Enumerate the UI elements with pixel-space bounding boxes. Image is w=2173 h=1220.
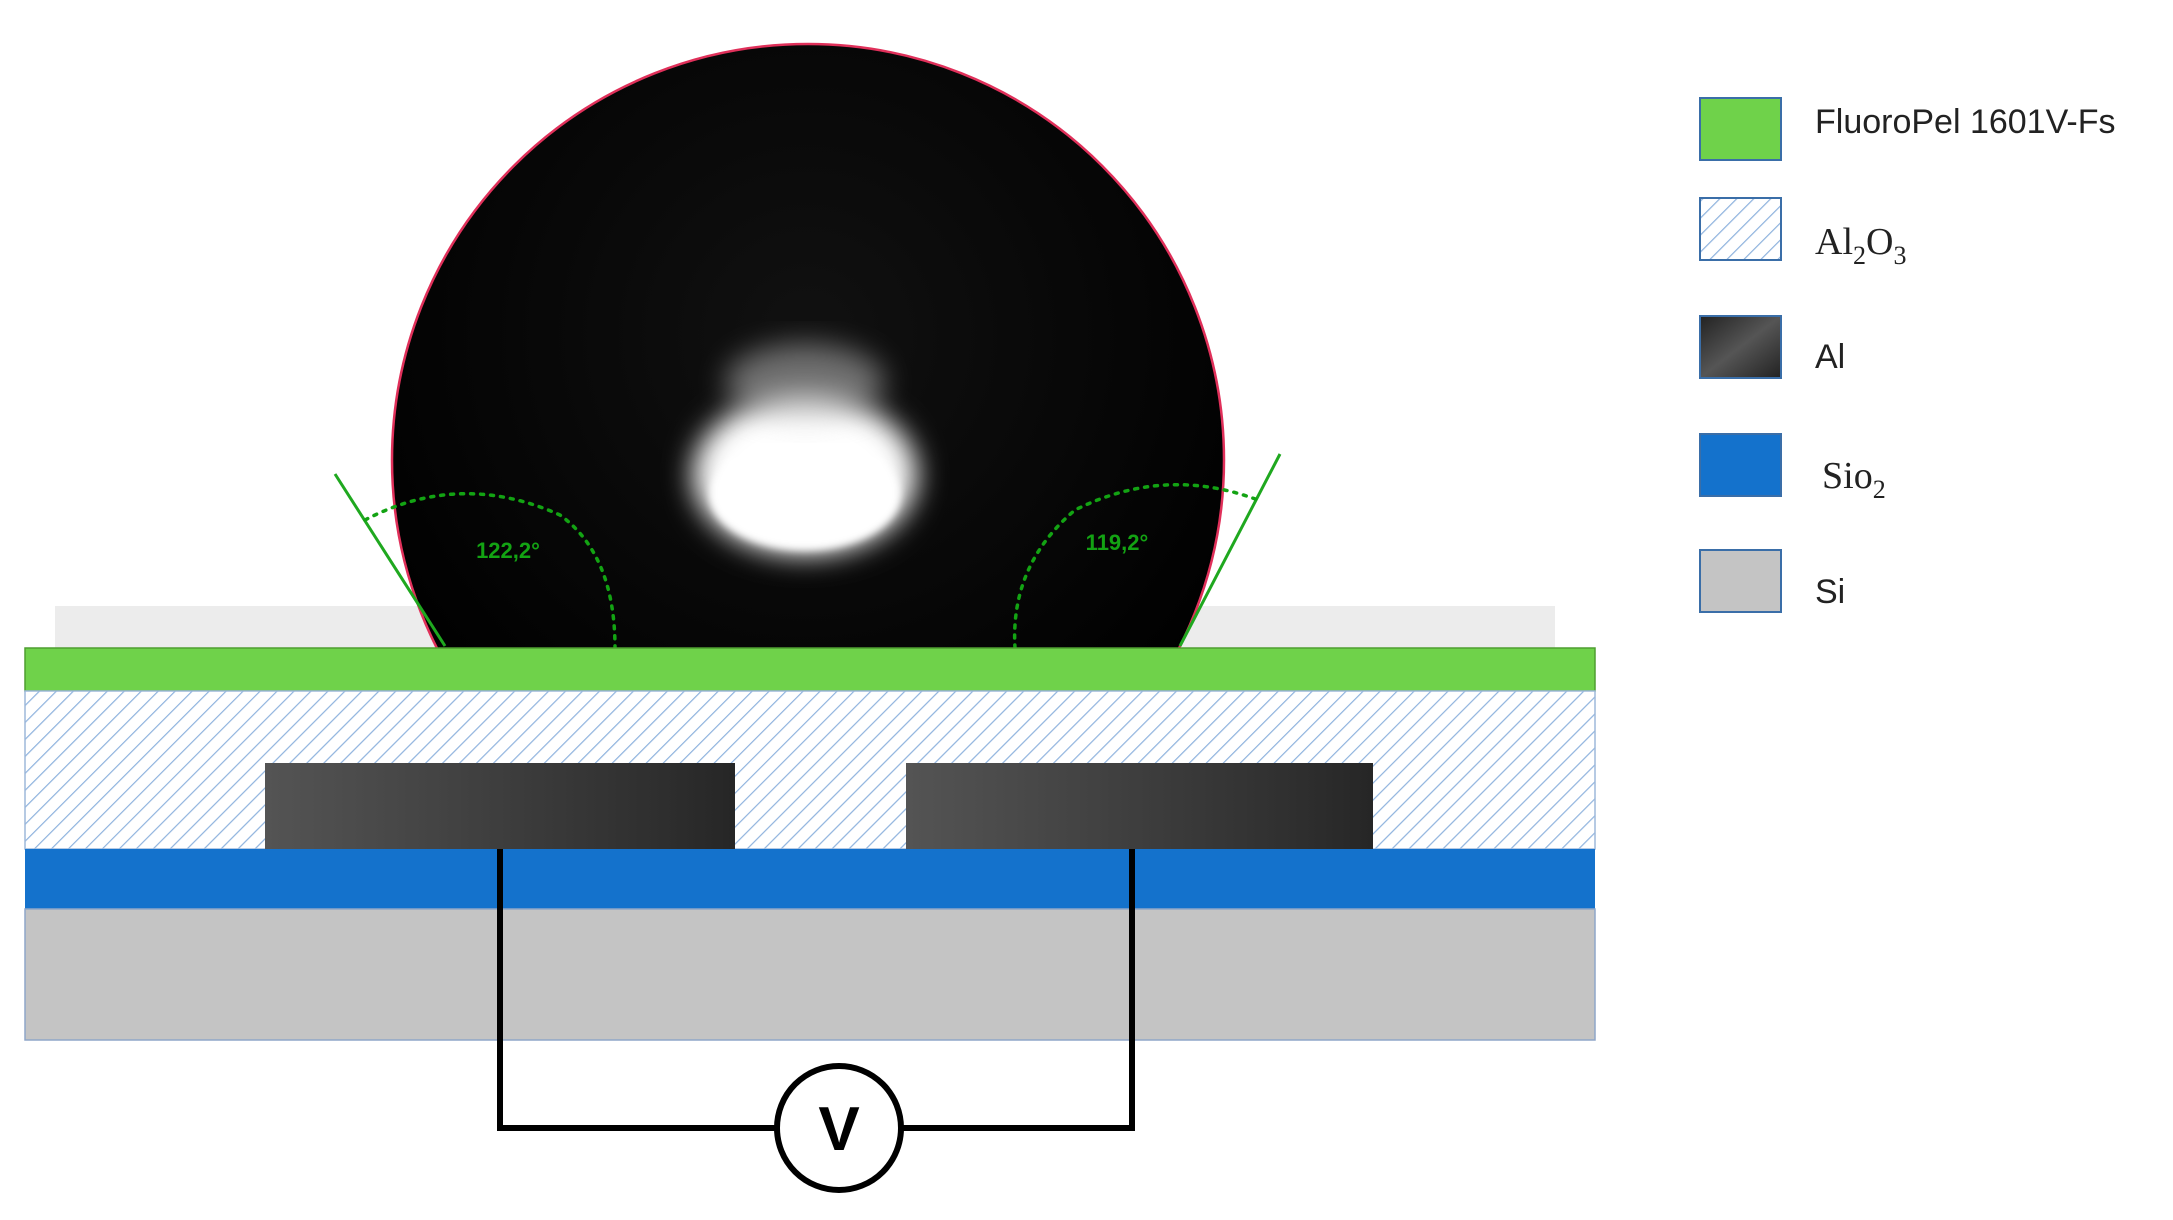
- left-tangent-line: [333, 473, 447, 647]
- legend-label-fluoropel: FluoroPel 1601V-Fs: [1815, 103, 2116, 141]
- wire-left: [497, 849, 775, 1131]
- legend-label-sio2: Sio2: [1822, 455, 1886, 504]
- al-electrode-right: [906, 763, 1373, 849]
- si-layer: [24, 908, 1596, 1041]
- voltmeter-label: V: [818, 1095, 859, 1164]
- legend-label-si: Si: [1815, 573, 1845, 611]
- voltmeter-circle: [774, 1063, 904, 1193]
- legend-swatch-fluoropel: [1699, 97, 1782, 161]
- legend-swatch-al: [1699, 315, 1782, 379]
- wire-right: [903, 849, 1135, 1131]
- legend-swatch-sio2: [1699, 433, 1782, 497]
- water-droplet: [390, 42, 1226, 648]
- legend-swatch-si: [1699, 549, 1782, 613]
- left-angle-arc: [363, 491, 617, 650]
- left-contact-angle-label: 122,2°: [476, 538, 540, 563]
- legend: FluoroPel 1601V-Fs Al2O3 Al Sio2 Si: [1699, 97, 2116, 613]
- fluoropel-layer: [24, 647, 1596, 692]
- right-angle-arc: [1012, 482, 1260, 650]
- legend-label-al2o3: Al2O3: [1815, 221, 1906, 270]
- al-electrode-left: [265, 763, 735, 849]
- legend-label-al: Al: [1815, 338, 1845, 376]
- right-contact-angle-label: 119,2°: [1086, 530, 1149, 555]
- sio2-layer: [25, 849, 1595, 909]
- legend-swatch-al2o3: [1699, 197, 1782, 261]
- right-tangent-line: [1178, 453, 1282, 647]
